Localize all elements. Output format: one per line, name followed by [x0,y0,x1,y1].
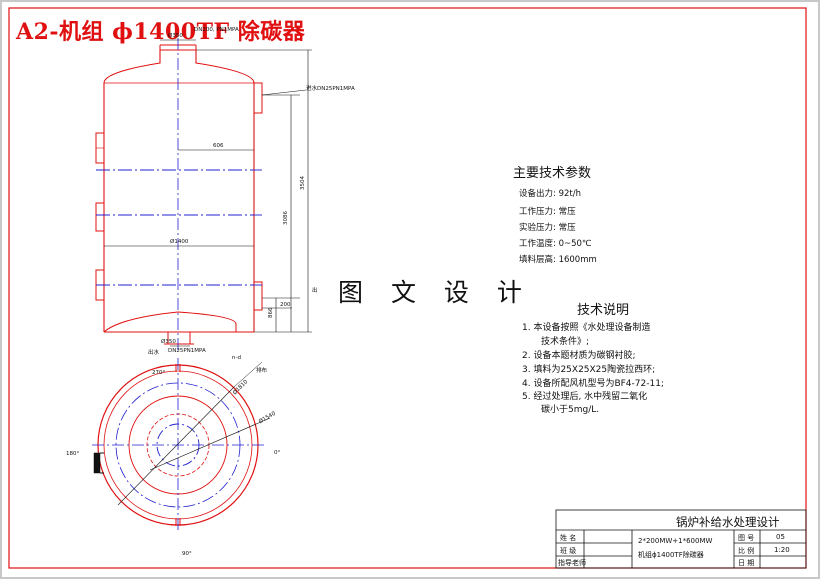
param-packing-height: 填料层高: 1600mm [519,255,597,265]
outlet-label: 出水 [148,350,160,356]
diameter-label: Ø1400 [170,239,189,245]
note-5-cont: 碳小于5mg/L. [541,405,600,415]
note-4: 4. 设备所配风机型号为BF4-72-11; [522,379,664,389]
inner-border [8,7,807,569]
field-value-drawing-no: 05 [776,533,785,541]
angle-270-label: 270° [152,370,166,376]
inlet-label: 进水DN25PN1MPA [306,86,355,92]
bottom-dim-label: Ø350 [161,339,176,345]
params-heading: 主要技术参数 [513,166,592,181]
param-capacity: 设备出力: 92t/h [519,189,581,199]
row-label-class: 班 级 [560,547,577,555]
plan-view [92,358,271,532]
note-5: 5. 经过处理后, 水中残留二氧化 [522,392,648,402]
nd-label: n-d [232,355,241,361]
outlet-spec-label: DN25PN1MPA [168,348,206,354]
height-small-label: 200 [280,302,291,308]
height-total-label: 3504 [300,176,306,190]
project-title: 锅炉补给水处理设计 [676,515,780,529]
row-label-name: 姓 名 [560,534,577,542]
note-1: 1. 本设备按照《水处理设备制造 [522,323,651,333]
drawing-title: A2-机组 ϕ1400TF 除碳器 [16,19,306,45]
title-block-frame [555,509,807,569]
vent-label: 排布 [256,368,268,374]
note-1-cont: 技术条件》; [541,337,590,347]
angle-90-label: 90° [182,551,192,557]
field-value-scale: 1:20 [774,546,790,554]
height-mid-label: 3086 [283,211,289,225]
note-2: 2. 设备本题材质为碳钢衬胶; [522,351,636,361]
note-3: 3. 填料为25X25X25陶瓷拉西环; [522,365,656,375]
angle-0-label: 0° [274,450,281,456]
watermark-text: 图 文 设 计 [338,278,532,307]
height-base-label: 866 [268,307,274,319]
notes-heading: 技术说明 [577,303,630,318]
top-flange-label: DN200, PN1MPA [194,27,239,33]
param-working-pressure: 工作压力: 常压 [519,207,576,217]
units-text: 2*200MW+1*600MW [638,537,713,545]
inner-dim-label: 606 [213,143,224,149]
drawing-name: 机组ϕ1400TF除碳器 [638,551,704,559]
field-label-scale: 比 例 [738,547,755,555]
field-label-date: 日 期 [738,559,755,567]
angle-180-label: 180° [66,451,80,457]
top-dim-label: Ø350 [168,33,183,39]
elevation-view [95,38,312,350]
param-test-pressure: 实验压力: 常压 [519,223,576,233]
param-temperature: 工作温度: 0~50℃ [519,239,592,249]
row-label-advisor: 指导老师 [558,559,586,567]
side-outlet-label: 出 [312,288,318,294]
field-label-drawing-no: 图 号 [738,534,755,542]
